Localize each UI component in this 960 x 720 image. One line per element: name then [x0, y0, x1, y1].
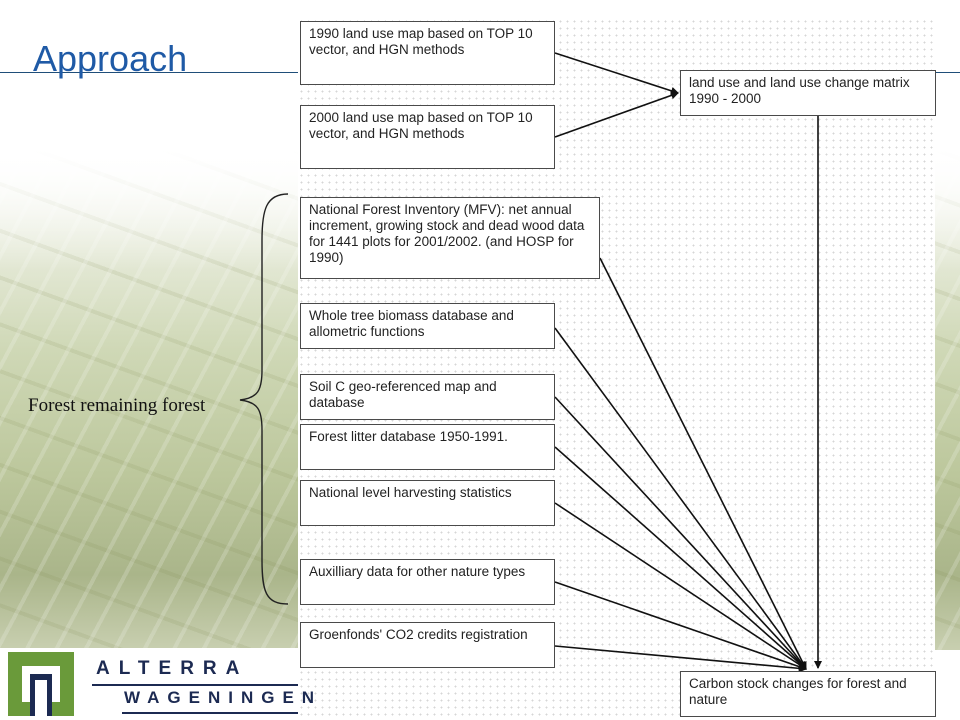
node-national-forest-inventory: National Forest Inventory (MFV): net ann… [300, 197, 600, 279]
logo-rule-2 [122, 712, 298, 714]
node-whole-tree-biomass: Whole tree biomass database and allometr… [300, 303, 555, 349]
node-landuse-map-2000: 2000 land use map based on TOP 10 vector… [300, 105, 555, 169]
node-carbon-stock-changes: Carbon stock changes for forest and natu… [680, 671, 936, 717]
node-harvesting-statistics: National level harvesting statistics [300, 480, 555, 526]
node-landuse-change-matrix: land use and land use change matrix 1990… [680, 70, 936, 116]
brace-label: Forest remaining forest [28, 395, 206, 416]
logo-text-alterra: ALTERRA [96, 658, 249, 679]
logo-text-wageningen: WAGENINGEN [124, 688, 323, 707]
logo-rule [92, 684, 298, 686]
node-forest-litter-database: Forest litter database 1950-1991. [300, 424, 555, 470]
alterra-logo-icon [8, 652, 74, 716]
node-landuse-map-1990: 1990 land use map based on TOP 10 vector… [300, 21, 555, 85]
node-auxiliary-data: Auxilliary data for other nature types [300, 559, 555, 605]
node-soil-carbon-map: Soil C geo-referenced map and database [300, 374, 555, 420]
node-groenfonds-co2-credits: Groenfonds' CO2 credits registration [300, 622, 555, 668]
slide-title: Approach [33, 38, 188, 79]
